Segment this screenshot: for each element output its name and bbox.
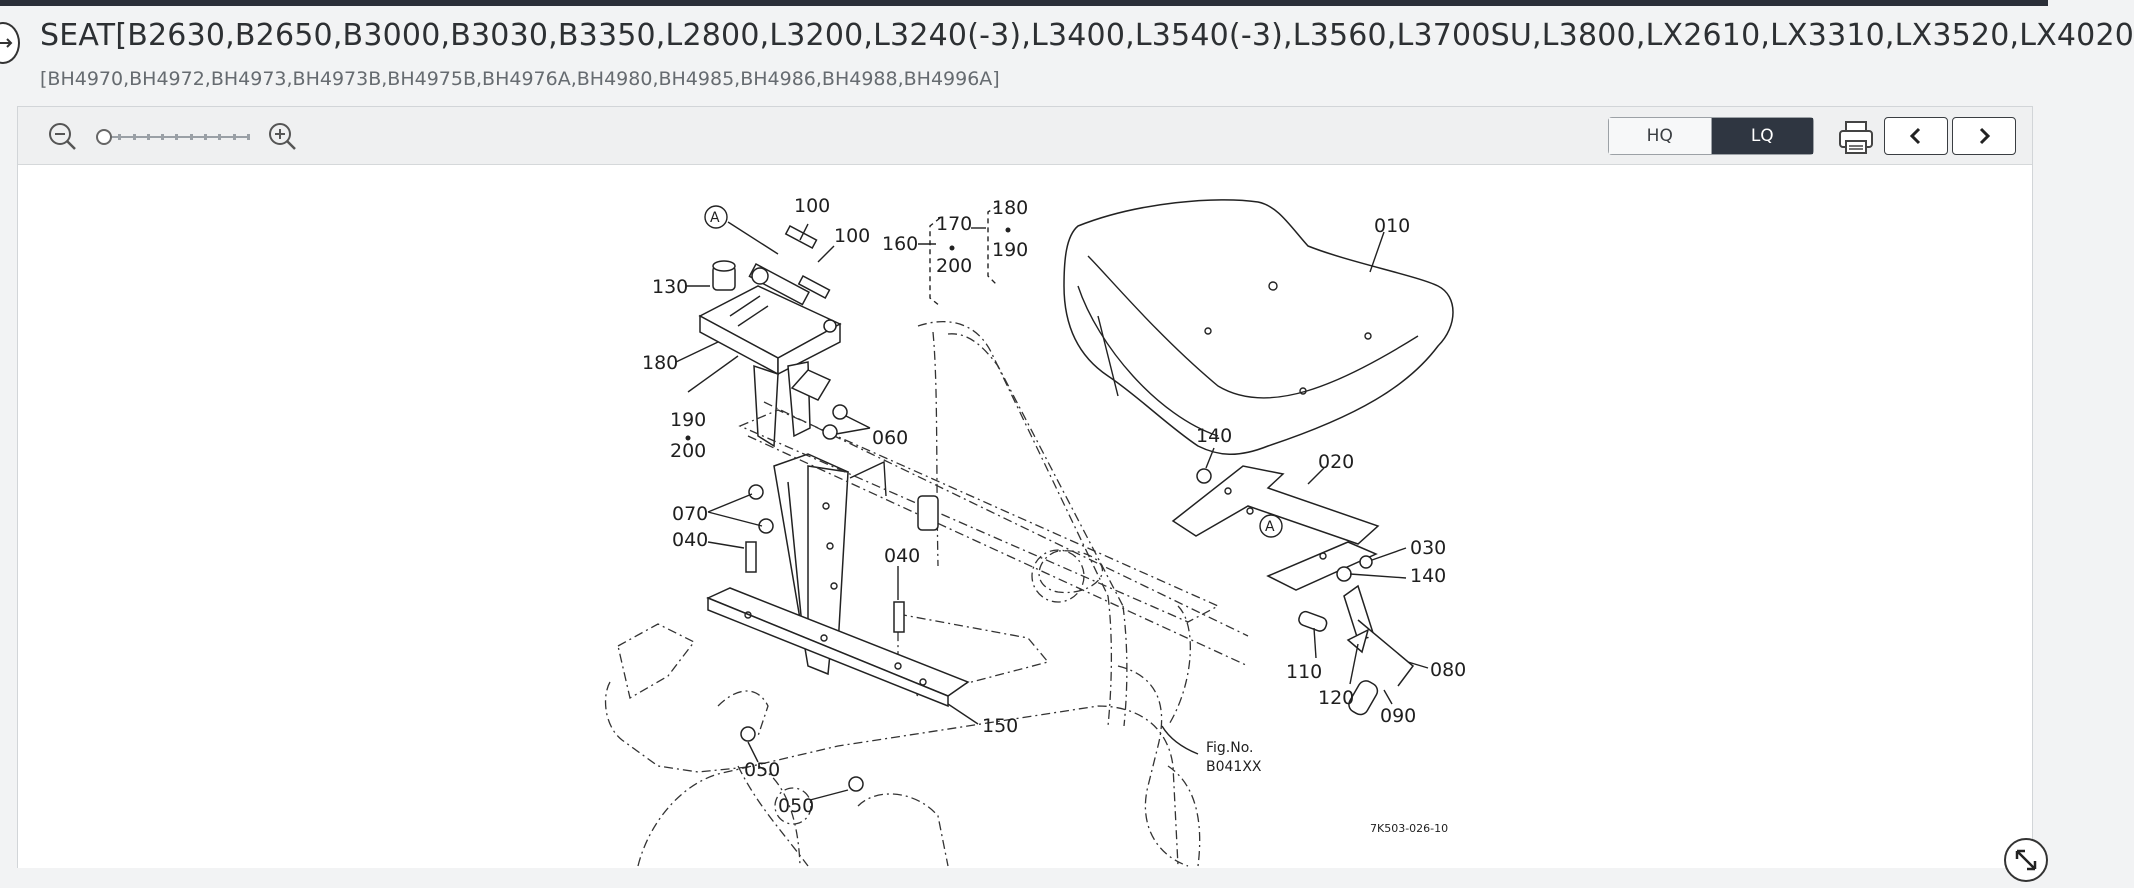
figure-info: Fig.No. B041XX 7K503-026-10 <box>1206 740 1448 835</box>
label-dot <box>685 435 691 441</box>
diagram-viewer: HQ LQ <box>17 106 2033 868</box>
zoom-out-icon[interactable] <box>46 120 80 154</box>
zoom-slider-ticks <box>104 134 250 140</box>
label-160: 160 <box>882 233 918 255</box>
part-010-seat <box>1063 199 1454 455</box>
back-button[interactable] <box>0 22 20 64</box>
label-140: 140 <box>1196 425 1232 447</box>
part-labels: 100 100 130 180 190 200 060 070 040 040 … <box>642 195 1466 817</box>
label-170: 170 <box>936 213 972 235</box>
part-seat-post <box>773 453 887 676</box>
label-110: 110 <box>1286 661 1322 683</box>
parts-diagram: A A 100 100 130 180 190 200 060 070 040 … <box>604 195 1466 867</box>
label-040: 040 <box>884 545 920 567</box>
quality-toggle: HQ LQ <box>1608 117 1814 155</box>
quality-lq-button[interactable]: LQ <box>1711 118 1813 154</box>
reference-a-lower: A <box>1259 514 1283 538</box>
leader-lines <box>675 205 1429 801</box>
label-100: 100 <box>794 195 830 217</box>
printer-icon[interactable] <box>1836 117 1876 157</box>
zoom-in-icon[interactable] <box>266 120 300 154</box>
label-200: 200 <box>670 440 706 462</box>
ref-label: A <box>1265 519 1275 535</box>
label-030: 030 <box>1410 537 1446 559</box>
label-050: 050 <box>778 795 814 817</box>
page-title: SEAT[B2630,B2650,B3000,B3030,B3350,L2800… <box>40 18 2134 53</box>
label-180: 180 <box>992 197 1028 219</box>
arrow-right-icon <box>0 38 13 48</box>
chassis-outline <box>604 320 1201 867</box>
label-070: 070 <box>672 503 708 525</box>
label-190: 190 <box>670 409 706 431</box>
label-120: 120 <box>1318 687 1354 709</box>
label-130: 130 <box>652 276 688 298</box>
label-dot <box>949 245 955 251</box>
label-020: 020 <box>1318 451 1354 473</box>
next-button[interactable] <box>1952 117 2016 155</box>
reference-a-upper: A <box>704 205 728 229</box>
zoom-slider[interactable] <box>96 129 252 145</box>
drawing-code: 7K503-026-10 <box>1370 822 1448 835</box>
label-060: 060 <box>872 427 908 449</box>
label-100: 100 <box>834 225 870 247</box>
fig-no: B041XX <box>1206 759 1262 775</box>
hardware-parts <box>712 224 1415 792</box>
top-bar <box>0 0 2048 6</box>
viewer-toolbar: HQ LQ <box>18 107 2032 165</box>
fullscreen-button[interactable] <box>2004 838 2048 882</box>
label-140: 140 <box>1410 565 1446 587</box>
label-050: 050 <box>744 759 780 781</box>
seat-frame-outline <box>738 409 1220 623</box>
chevron-left-icon <box>1909 127 1921 145</box>
label-040: 040 <box>672 529 708 551</box>
label-080: 080 <box>1430 659 1466 681</box>
diagram-canvas[interactable]: A A 100 100 130 180 190 200 060 070 040 … <box>18 166 2032 868</box>
label-090: 090 <box>1380 705 1416 727</box>
label-190: 190 <box>992 239 1028 261</box>
page-subtitle: [BH4970,BH4972,BH4973,BH4973B,BH4975B,BH… <box>40 68 1000 90</box>
ref-label: A <box>710 210 720 226</box>
label-010: 010 <box>1374 215 1410 237</box>
label-200: 200 <box>936 255 972 277</box>
quality-hq-button[interactable]: HQ <box>1609 118 1712 154</box>
fig-no-label: Fig.No. <box>1206 740 1254 756</box>
seat-frame-tube <box>747 401 1249 667</box>
chevron-right-icon <box>1979 127 1991 145</box>
part-150-base <box>706 587 970 708</box>
expand-icon <box>2015 849 2037 871</box>
label-150: 150 <box>982 715 1018 737</box>
label-dot <box>1005 227 1011 233</box>
zoom-slider-thumb[interactable] <box>96 129 112 145</box>
label-180: 180 <box>642 352 678 374</box>
part-020-rail <box>1171 465 1380 591</box>
previous-button[interactable] <box>1884 117 1948 155</box>
